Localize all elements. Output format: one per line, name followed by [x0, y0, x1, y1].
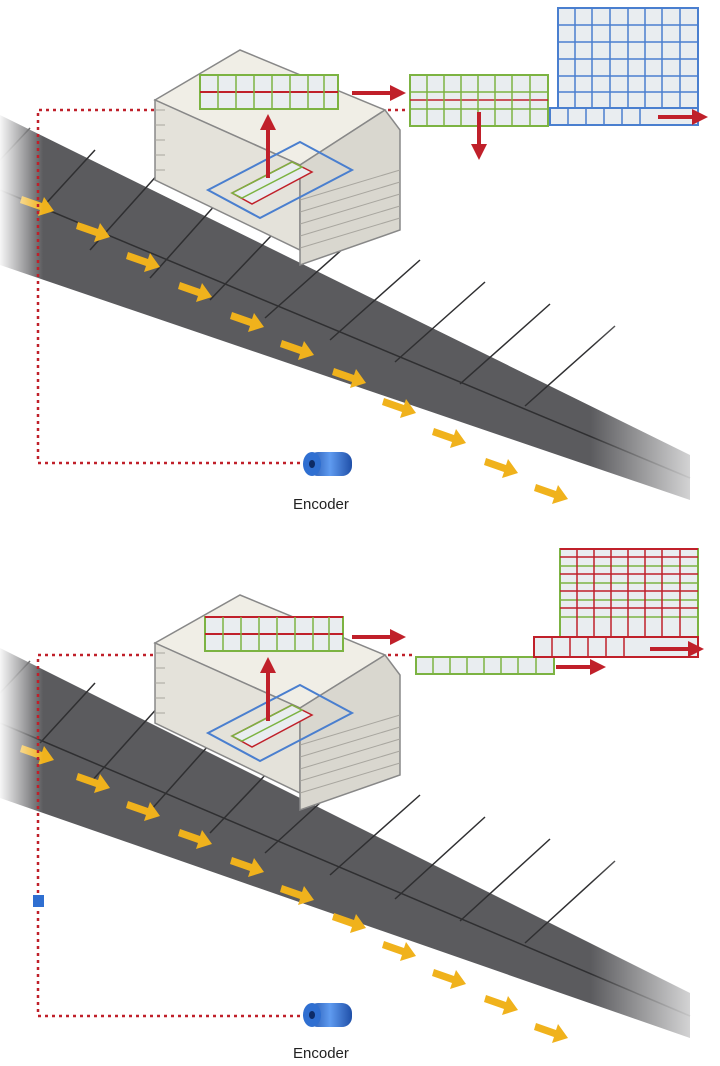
- diagram-panel-bottom: Encoder: [0, 533, 720, 1066]
- encoder-signal-line: [36, 653, 300, 1018]
- accumulated-image-grid: [533, 548, 704, 658]
- panel-bottom-svg: Encoder: [0, 548, 720, 1062]
- conveyor-belt-icon: [0, 633, 720, 1058]
- line-buffer-on-camera: [199, 74, 339, 110]
- line-buffer-on-camera: [204, 616, 344, 652]
- diagram-panel-top: Encoder: [0, 7, 720, 520]
- encoder-label: Encoder: [293, 496, 349, 513]
- line-sensor: [230, 704, 314, 748]
- encoder-label: Encoder: [293, 1045, 349, 1062]
- conveyor-belt-icon: [0, 100, 720, 520]
- encoder-roller-icon: [303, 452, 352, 476]
- panel-top-svg: Encoder: [0, 7, 720, 520]
- line-sensor: [230, 161, 314, 205]
- encoder-roller-icon: [303, 1003, 352, 1027]
- divider-node-icon: [33, 895, 44, 907]
- output-line-segment: [415, 656, 606, 675]
- frame-image-grid: [549, 7, 708, 126]
- frame-line-buffer: [409, 74, 549, 160]
